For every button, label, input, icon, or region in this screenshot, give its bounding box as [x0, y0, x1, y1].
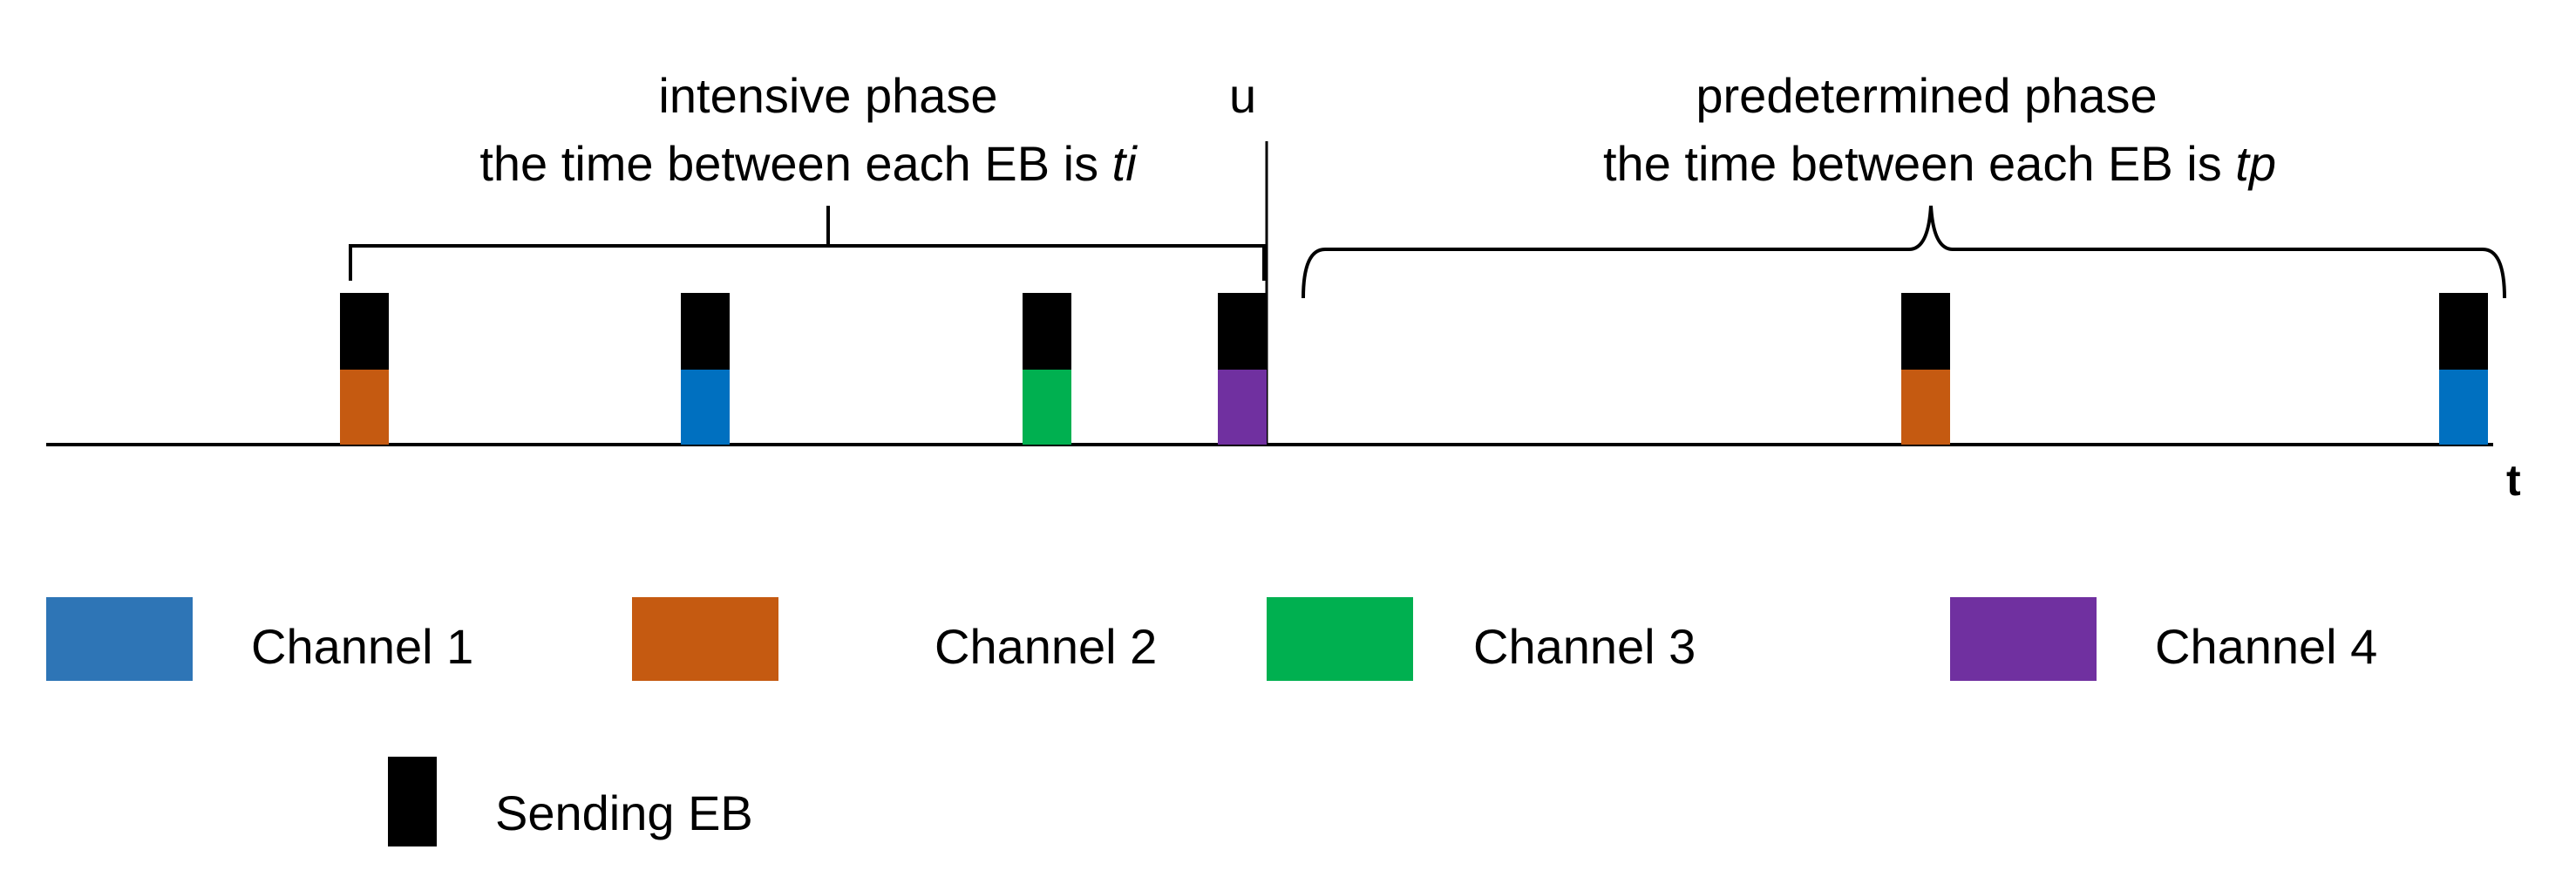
- channel-3-block: [1023, 370, 1071, 445]
- sending-eb-block: [1023, 293, 1071, 370]
- eb-marker-2: [681, 293, 730, 445]
- predetermined-caption-text: the time between each EB is: [1603, 136, 2222, 191]
- boundary-label: u: [1229, 68, 1257, 123]
- predetermined-phase-caption: the time between each EB is tp: [1603, 139, 2276, 188]
- legend-label-channel-3: Channel 3: [1473, 619, 1696, 674]
- intensive-caption-variable: ti: [1111, 136, 1137, 191]
- legend-swatch-channel-3: [1267, 597, 1413, 681]
- legend-swatch-channel-4: [1950, 597, 2097, 681]
- sending-eb-block: [340, 293, 389, 370]
- intensive-phase-caption: the time between each EB is ti: [479, 139, 1136, 188]
- eb-marker-3: [1023, 293, 1071, 445]
- eb-marker-1: [340, 293, 389, 445]
- predetermined-phase-title: predetermined phase: [1696, 68, 2158, 123]
- legend-swatch-channel-2: [632, 597, 778, 681]
- channel-2-block: [1901, 370, 1950, 445]
- intensive-phase-bracket: [349, 206, 1266, 281]
- legend-label-channel-2: Channel 2: [935, 619, 1158, 674]
- intensive-phase-title: intensive phase: [658, 68, 998, 123]
- time-axis-label: t: [2506, 456, 2521, 505]
- eb-marker-4: [1218, 293, 1267, 445]
- channel-4-block: [1218, 370, 1267, 445]
- eb-marker-6: [2439, 293, 2488, 445]
- predetermined-caption-variable: tp: [2235, 136, 2276, 191]
- legend-label-channel-4: Channel 4: [2155, 619, 2378, 674]
- sending-eb-block: [1218, 293, 1267, 370]
- legend-swatch-channel-1: [46, 597, 193, 681]
- predetermined-phase-brace: [1302, 205, 2506, 299]
- eb-marker-5: [1901, 293, 1950, 445]
- channel-2-block: [340, 370, 389, 445]
- sending-eb-block: [681, 293, 730, 370]
- channel-1-block: [681, 370, 730, 445]
- sending-eb-block: [1901, 293, 1950, 370]
- legend-swatch-sending-eb: [388, 757, 437, 846]
- legend-label-sending-eb: Sending EB: [495, 785, 753, 840]
- legend-label-channel-1: Channel 1: [251, 619, 474, 674]
- channel-1-block: [2439, 370, 2488, 445]
- intensive-caption-text: the time between each EB is: [479, 136, 1099, 191]
- sending-eb-block: [2439, 293, 2488, 370]
